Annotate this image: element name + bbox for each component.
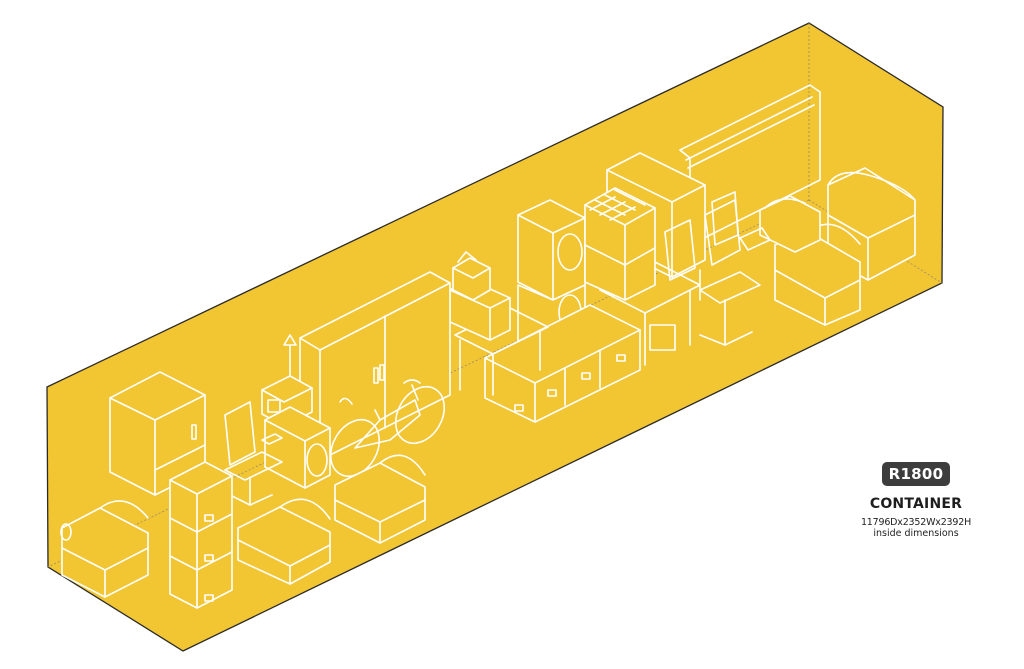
cardboard-box-icon	[452, 251, 491, 301]
cardboard-boxes-icon	[484, 304, 641, 423]
bed-frame-icon	[679, 84, 821, 246]
cardboard-boxes-icon	[169, 461, 233, 609]
dimensions-caption: inside dimensions	[873, 528, 959, 539]
desk-icon	[599, 261, 701, 366]
office-chair-icon	[699, 199, 761, 346]
office-chair-icon	[224, 401, 283, 506]
armchair-icon	[759, 195, 821, 253]
sofa-icon	[827, 167, 916, 281]
unit-type-title: CONTAINER	[869, 496, 963, 512]
washing-machine-icon	[517, 199, 586, 301]
bicycle-icon	[329, 379, 446, 478]
unit-code-badge: R1800	[881, 462, 951, 486]
unit-dimensions: 11796Dx2352Wx2392H	[860, 517, 972, 528]
office-chair-icon	[711, 191, 771, 251]
armchair-icon	[774, 223, 861, 326]
wardrobe-icon	[299, 271, 451, 461]
armchair-icon	[60, 500, 149, 598]
armchair-icon	[237, 498, 331, 585]
washing-machine-icon	[264, 406, 331, 489]
armchair-icon	[334, 454, 426, 544]
cardboard-boxes-icon	[584, 187, 656, 301]
unit-info-panel: R1800 CONTAINER 11796Dx2352Wx2392H insid…	[846, 462, 986, 539]
